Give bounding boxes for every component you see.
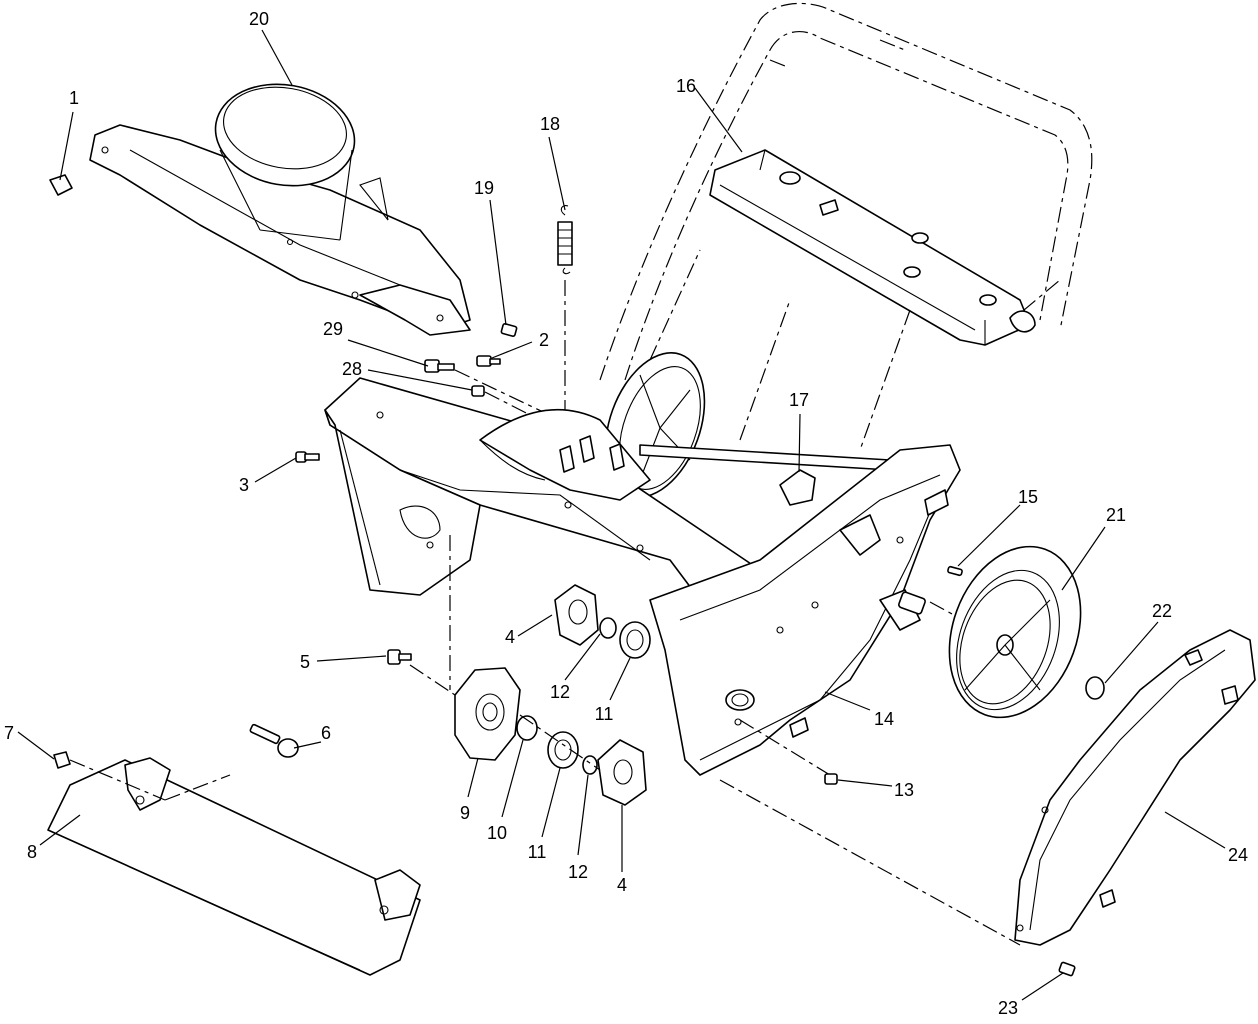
- callout-3: 3: [239, 475, 249, 495]
- callout-18: 18: [540, 114, 560, 134]
- callout-11a: 11: [595, 704, 614, 724]
- callout-4a: 4: [505, 627, 515, 647]
- washer-10: [516, 715, 538, 741]
- bearing-flange-4a: [554, 584, 599, 646]
- bearing-flange-4b: [597, 739, 647, 806]
- bolt-23: [1058, 961, 1076, 977]
- hub-cap: [1085, 676, 1105, 700]
- handle-assembly: [599, 2, 1093, 451]
- callout-28: 28: [342, 359, 362, 379]
- spacer-12b: [582, 755, 598, 775]
- callout-21: 21: [1106, 505, 1126, 525]
- callout-13: 13: [894, 780, 914, 800]
- spacer-12a: [599, 617, 617, 639]
- bearing-housing-9: [454, 667, 521, 761]
- bolt-3: [295, 451, 320, 463]
- auger-housing: [324, 377, 761, 601]
- callout-12a: 12: [550, 682, 570, 702]
- callout-10: 10: [487, 823, 507, 843]
- callout-20: 20: [249, 9, 269, 29]
- nut-7: [53, 751, 71, 769]
- bolt-5: [387, 649, 412, 665]
- bracket: [779, 469, 816, 506]
- callout-17: 17: [789, 390, 809, 410]
- wheel: [898, 545, 1082, 719]
- screw-15: [947, 565, 963, 577]
- carriage-bolt-6: [249, 723, 299, 758]
- callout-5: 5: [300, 652, 310, 672]
- callout-1: 1: [69, 88, 79, 108]
- spacer-28: [471, 385, 485, 397]
- callout-29: 29: [323, 319, 343, 339]
- belt-cover: [1014, 629, 1256, 946]
- callout-4b: 4: [617, 875, 627, 895]
- bolt-13: [824, 773, 838, 785]
- callout-22: 22: [1152, 601, 1172, 621]
- scraper-bar: [47, 757, 421, 976]
- bolt-19: [500, 323, 518, 337]
- bearing-11b: [547, 731, 579, 769]
- callout-11b: 11: [528, 842, 547, 862]
- callout-8: 8: [27, 842, 37, 862]
- leader-lines: [17, 29, 1226, 1001]
- callout-19: 19: [474, 178, 494, 198]
- callout-12b: 12: [568, 862, 588, 882]
- callout-14: 14: [874, 709, 894, 729]
- callout-15: 15: [1018, 487, 1038, 507]
- callout-16: 16: [676, 76, 696, 96]
- callout-7: 7: [4, 723, 14, 743]
- bolt-2: [476, 355, 501, 367]
- callout-23: 23: [998, 998, 1018, 1018]
- bolt-29: [424, 359, 455, 373]
- callout-6: 6: [321, 723, 331, 743]
- callout-9: 9: [460, 803, 470, 823]
- callout-24: 24: [1228, 845, 1248, 865]
- chute-housing: [89, 83, 471, 336]
- bearing-11a: [619, 621, 651, 659]
- callout-2: 2: [539, 330, 549, 350]
- callouts: 1 2 3 4 4 5 6 7 8 9 10 11 11 12 12 13 14…: [4, 9, 1248, 1018]
- clip-nut: [49, 174, 73, 196]
